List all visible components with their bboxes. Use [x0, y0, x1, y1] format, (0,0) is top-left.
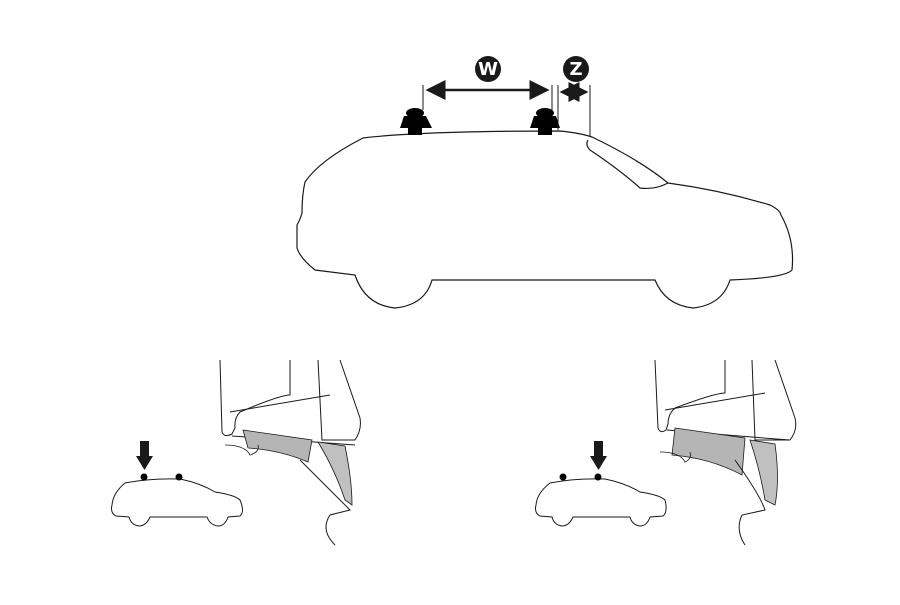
rear-placement-detail: [535, 359, 797, 546]
main-car-outline: [296, 130, 794, 309]
dimension-w-badge: W: [475, 56, 501, 82]
small-car-front: [111, 478, 243, 527]
arrow-down-icon: [136, 441, 153, 470]
dimension-z: [557, 82, 591, 137]
door-frame-left: [219, 359, 361, 446]
rear-roof-foot-icon: [530, 108, 560, 135]
front-placement-detail: [111, 359, 361, 546]
dimension-z-label: Z: [569, 58, 583, 80]
shaded-strip-right: [749, 439, 778, 506]
dimension-w-label: W: [478, 58, 498, 80]
small-car-rear: [535, 478, 667, 527]
shaded-strip-left: [317, 441, 353, 506]
front-roof-foot-icon: [400, 108, 432, 135]
door-frame-right: [654, 359, 797, 441]
dimension-z-badge: Z: [563, 56, 589, 82]
shaded-pad-left: [242, 429, 313, 463]
shaded-pad-right: [671, 427, 746, 476]
dimension-w: [422, 80, 553, 110]
arrow-down-icon: [590, 441, 607, 470]
